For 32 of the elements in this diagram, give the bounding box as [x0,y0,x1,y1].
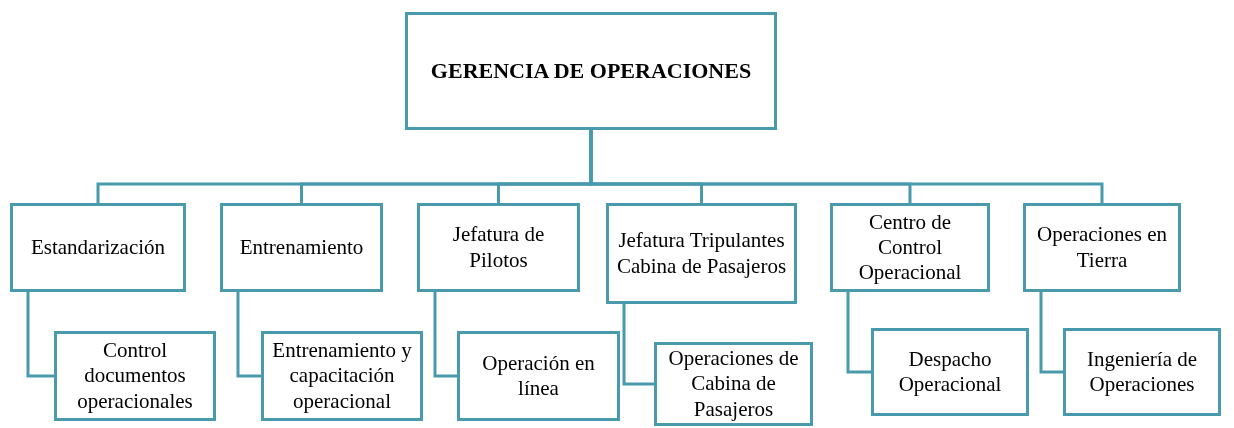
org-unit-box [54,331,216,421]
unit-label: Operación en línea [481,350,596,402]
title-box [405,12,777,130]
connector-line [433,292,457,378]
org-unit-box [417,203,580,292]
org-unit-box [830,203,990,292]
org-unit-box [654,342,813,426]
unit-label: Jefatura de Pilotos [451,222,546,273]
org-unit-box [261,331,423,421]
org-unit-box [220,203,383,292]
unit-label: Control documentos operacionales [76,338,194,414]
connector-line [236,292,261,378]
org-unit-box [1023,203,1181,292]
org-unit-box [1063,328,1221,416]
org-unit-box [871,328,1029,416]
connector-line [26,292,54,378]
org-unit-box [10,203,186,292]
unit-label: Centro de Control Operacional [857,209,963,286]
org-unit-box [606,203,797,304]
unit-label: GERENCIA DE OPERACIONES [430,57,752,85]
unit-label: Operaciones de Cabina de Pasajeros [667,346,800,422]
connector-line [846,292,871,374]
unit-label: Operaciones en Tierra [1036,222,1168,273]
unit-label: Entrenamiento y capacitación operacional [271,338,413,414]
unit-label: Entrenamiento [239,234,364,261]
unit-label: Ingeniería de Operaciones [1085,346,1199,398]
connector-line [622,304,654,386]
unit-label: Despacho Operacional [897,346,1003,398]
connector-line [1039,292,1063,374]
org-unit-box [457,331,620,421]
unit-label: Estandarización [30,234,166,261]
unit-label: Jefatura Tripulantes Cabina de Pasajeros [615,228,788,279]
